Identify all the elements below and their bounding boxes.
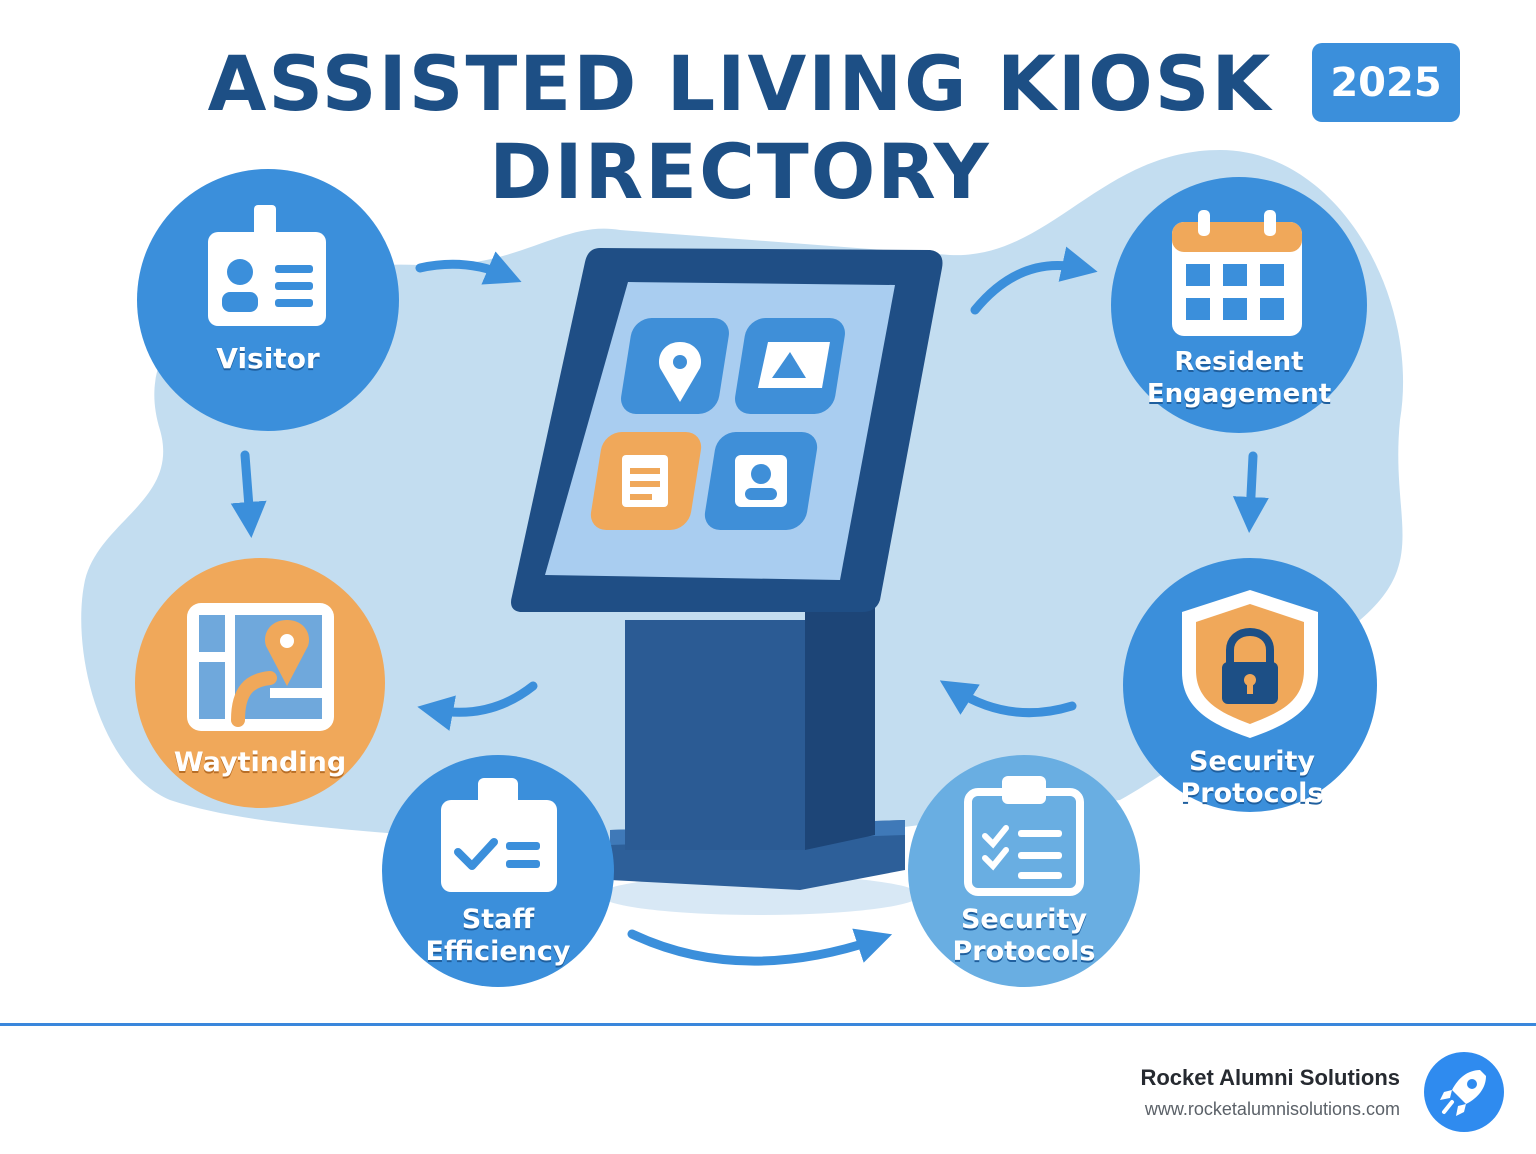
node-wayfinding bbox=[135, 558, 385, 808]
person-icon bbox=[735, 455, 787, 507]
staff-efficiency-label: Staff Efficiency bbox=[398, 904, 598, 968]
security-bottom-line-2: Protocols bbox=[952, 936, 1096, 967]
security-bottom-label: Security Protocols bbox=[916, 904, 1132, 968]
visitor-label: Visitor bbox=[216, 342, 320, 375]
arrow-staff-to-wayfinding bbox=[417, 681, 538, 731]
wayfinding-label: Waytinding bbox=[173, 747, 347, 778]
arrow-visitor-to-wayfinding bbox=[230, 450, 267, 538]
kiosk bbox=[511, 248, 943, 915]
security-right-label: Security Protocols bbox=[1144, 746, 1360, 810]
arrow-security-to-kiosk bbox=[939, 680, 1077, 718]
security-right-line-2: Protocols bbox=[1180, 778, 1324, 809]
notepad-icon bbox=[622, 455, 668, 507]
company-url[interactable]: www.rocketalumnisolutions.com bbox=[1144, 1099, 1400, 1119]
arrow-resident-to-security bbox=[1232, 451, 1269, 533]
footer-divider bbox=[0, 1023, 1536, 1026]
resident-label-line-1: Resident bbox=[1174, 347, 1304, 377]
map-pin-icon bbox=[658, 342, 702, 402]
kiosk-pillar bbox=[625, 620, 805, 850]
footer-brand: Rocket Alumni Solutions www.rocketalumni… bbox=[1140, 1064, 1400, 1122]
company-name: Rocket Alumni Solutions bbox=[1140, 1065, 1400, 1090]
arrow-kiosk-to-resident bbox=[970, 246, 1098, 315]
shield-lock-icon bbox=[1182, 590, 1318, 738]
resident-label-line-2: Engagement bbox=[1146, 379, 1332, 409]
staff-label-line-1: Staff bbox=[461, 904, 535, 935]
checklist-icon bbox=[964, 776, 1084, 896]
arrow-visitor-to-kiosk bbox=[415, 251, 522, 285]
title-line-2: DIRECTORY bbox=[489, 127, 991, 216]
node-security-bottom bbox=[908, 755, 1140, 987]
node-staff-efficiency bbox=[382, 755, 614, 987]
security-bottom-line-1: Security bbox=[960, 904, 1088, 935]
staff-label-line-2: Efficiency bbox=[425, 936, 571, 967]
calendar-icon bbox=[1172, 210, 1302, 336]
security-right-line-1: Security bbox=[1188, 746, 1316, 777]
resident-engagement-label: Resident Engagement bbox=[1124, 346, 1354, 410]
id-badge-icon bbox=[208, 205, 326, 326]
node-visitor bbox=[137, 169, 399, 431]
arrow-staff-to-security bbox=[627, 928, 893, 966]
map-pin-icon bbox=[187, 603, 334, 731]
page-title: ASSISTED LIVING KIOSK DIRECTORY bbox=[200, 40, 1280, 216]
title-line-1: ASSISTED LIVING KIOSK bbox=[207, 39, 1273, 128]
mountain-icon bbox=[758, 342, 830, 388]
node-resident-engagement bbox=[1111, 177, 1367, 433]
rocket-icon bbox=[1424, 1052, 1504, 1132]
node-security-right bbox=[1123, 558, 1377, 812]
flow-arrows bbox=[230, 246, 1269, 966]
year-badge: 2025 bbox=[1312, 43, 1460, 122]
clipboard-check-icon bbox=[441, 778, 557, 892]
